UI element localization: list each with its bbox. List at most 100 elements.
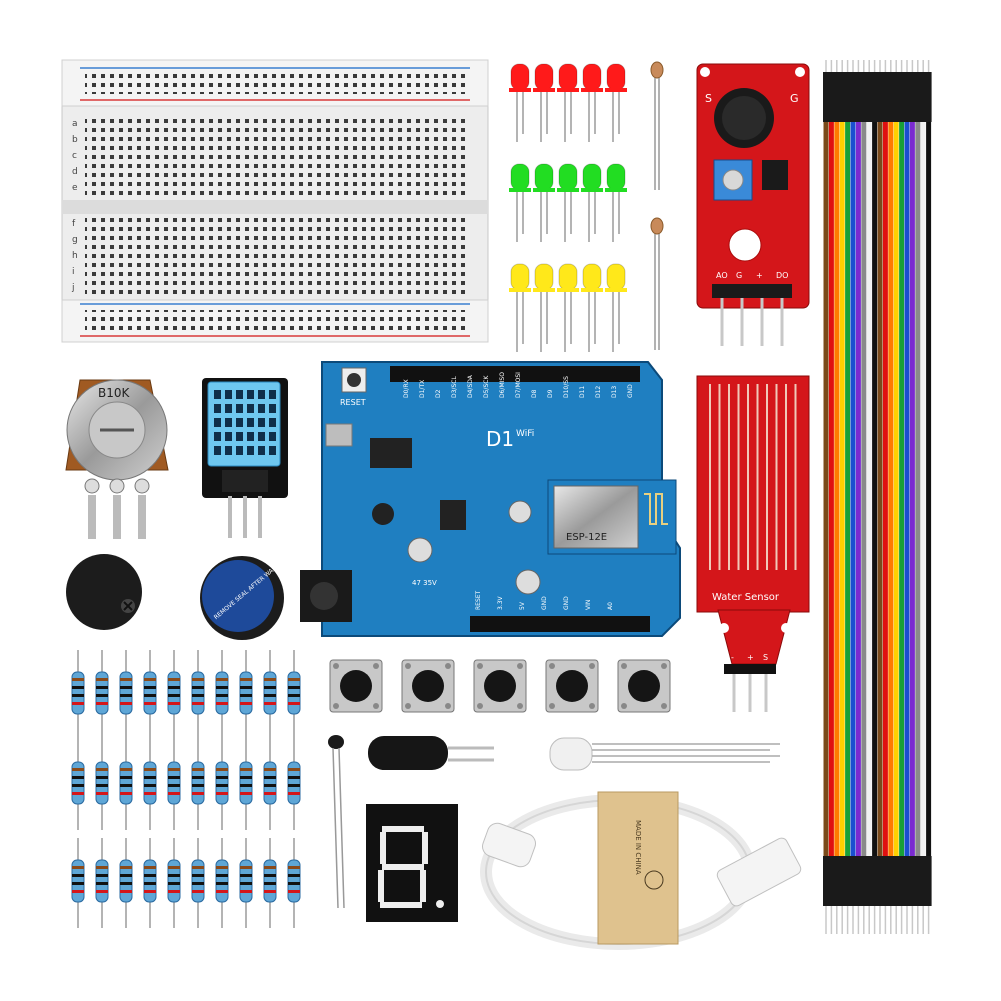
resistor [239,740,253,830]
jumper-wire [925,60,932,934]
water-sensor-pin-label: S [763,653,768,662]
resistor [215,740,229,830]
resistor [71,838,85,928]
board-pin-label: D0/RX [403,379,410,398]
resistor [263,650,277,740]
water-sensor-pin-label: + [747,653,754,662]
resistor [71,650,85,740]
resistor [287,838,301,928]
jumper-wire [860,60,867,934]
board-pin-label: D11 [579,386,586,398]
resistor [191,740,205,830]
board-model: D1 [486,427,514,451]
led [605,163,627,242]
push-button [401,659,455,713]
resistor [191,650,205,740]
resistor [71,740,85,830]
resistor [167,838,181,928]
resistor [119,650,133,740]
resistor [167,740,181,830]
dht11-sensor-module [202,378,288,538]
led [581,63,603,142]
resistor [143,650,157,740]
breadboard-row-letter: c [72,151,77,161]
board-pin-label: 3.3V [497,595,504,610]
breadboard-row-letter: f [72,219,76,229]
board-pin-label: 5V [519,601,526,610]
passive-buzzer [66,554,142,630]
jumper-wire [887,60,894,934]
tilt-switch [368,736,494,770]
capacitor-label: 47 35V [412,579,437,587]
resistor [215,838,229,928]
led-grid [509,63,627,352]
jumper-wire [904,60,910,934]
board-pin-label: D13 [611,386,618,398]
led [533,63,555,142]
board-pin-label: D12 [595,386,602,398]
jumper-wire [866,60,873,934]
board-pin-label: D10/SS [563,376,570,398]
led [605,263,627,352]
led [509,63,531,142]
seven-segment-display [366,804,458,922]
breadboard-row-letter: g [72,235,78,245]
jumper-wire [914,60,921,934]
photoresistor [650,61,664,190]
breadboard-row-letter: j [71,283,75,293]
jumper-wire [823,60,829,934]
board-pin-label: GND [563,596,570,610]
rgb-led [549,737,780,771]
sound-sensor-mark-g: G [790,92,799,105]
board-pin-label: D8 [531,389,538,398]
led [509,163,531,242]
led [533,163,555,242]
jumper-wire-bundle [823,60,932,934]
resistor [119,740,133,830]
board-pin-label: D5/SCK [483,375,490,398]
led [581,263,603,352]
active-buzzer: REMOVE SEAL AFTER WASHING [200,555,290,640]
usb-cable: MADE IN CHINA [480,791,802,950]
thermistor [328,735,345,909]
board-wifi: WiFi [516,429,534,439]
board-pin-label: D9 [547,389,554,398]
push-button [473,659,527,713]
push-button [545,659,599,713]
jumper-wire [839,60,846,934]
board-pin-label: GND [541,596,548,610]
tactile-button-row [329,659,671,713]
resistor [143,740,157,830]
usb-band-text: MADE IN CHINA [634,820,642,875]
jumper-wire [850,60,856,934]
potentiometer: B10K [65,379,169,539]
jumper-wire [833,60,840,934]
jumper-wire [877,60,883,934]
resistor [263,740,277,830]
potentiometer-label: B10K [98,386,131,400]
resistor [263,838,277,928]
board-pin-label: D1/TX [419,380,426,398]
led [533,263,555,352]
jumper-wire [893,60,900,934]
jumper-wire [844,60,851,934]
breadboard-row-letter: a [72,119,78,129]
jumper-wire [882,60,889,934]
board-pin-label: D2 [435,389,442,398]
sound-sensor-pin-label: AO [716,271,728,280]
photoresistor [650,217,664,350]
board-pin-label: A0 [607,602,614,610]
sound-sensor-pin-label: G [736,271,742,280]
push-button [617,659,671,713]
board-pin-label: D3/SCL [451,376,458,398]
resistor [215,650,229,740]
resistor [167,650,181,740]
water-sensor-module: Water Sensor -+S [696,375,810,712]
resistor-grid [71,650,301,928]
resistor [287,650,301,740]
